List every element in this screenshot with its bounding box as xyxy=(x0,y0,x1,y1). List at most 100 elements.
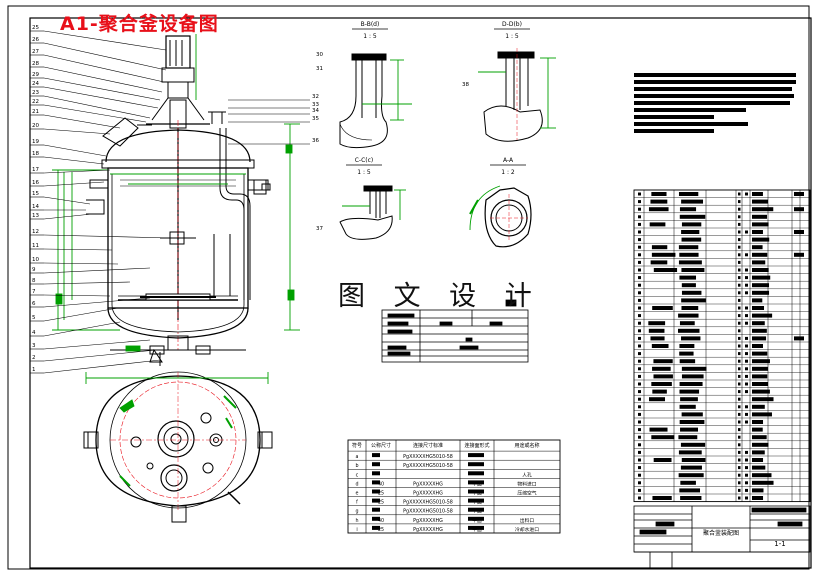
leader-number: 2 xyxy=(32,355,36,361)
nozzle-table-cell: a xyxy=(356,455,359,460)
nozzle-table-cell: PgXXXXXHG5010-58 xyxy=(403,463,453,469)
section-aa-dims xyxy=(469,185,501,231)
leader-number: 35 xyxy=(312,116,319,122)
technical-requirements xyxy=(634,73,796,133)
title-block xyxy=(633,505,811,568)
leader-lines xyxy=(30,30,173,374)
leader-number: 27 xyxy=(32,49,39,55)
nozzle-table-header: 连接面形式 xyxy=(464,442,489,449)
leader-number: 1 xyxy=(32,367,36,373)
nozzle-table-cell: PgXXXXXHG5010-58 xyxy=(403,509,453,515)
nozzle-table-cell: 25 xyxy=(378,527,384,533)
nozzle-table-cell: 人孔 xyxy=(522,471,532,478)
leader-number: 15 xyxy=(32,191,39,197)
nozzle-table-header: 符号 xyxy=(352,442,362,449)
section-callout-number: 37 xyxy=(316,226,323,232)
section-bb-dims xyxy=(362,59,412,121)
brand-watermark-text: 图 文 设 计 xyxy=(338,281,542,312)
gearbox xyxy=(161,67,195,83)
leader-number: 32 xyxy=(312,94,319,100)
parts-list-table xyxy=(633,189,811,503)
leader-number: 34 xyxy=(312,108,319,114)
leader-number: 16 xyxy=(32,180,39,186)
section-name: B-B(d) xyxy=(361,21,380,28)
nozzle-table-cell: PgXXXXXHG5010-58 xyxy=(403,500,453,506)
leader-number: 14 xyxy=(32,204,39,210)
nozzle-table-header: 连接尺寸标准 xyxy=(413,442,443,449)
drawing-title: A1-聚合釜设备图 xyxy=(60,13,219,35)
nozzle-table-cell: 40 xyxy=(378,518,384,524)
nozzle-table-cell: PgXXXXXHG xyxy=(413,481,443,487)
sheet-number: 1-1 xyxy=(774,540,785,548)
nozzle-table-cell: f xyxy=(356,500,358,506)
leader-number: 21 xyxy=(32,109,39,115)
section-scale: 1 : 5 xyxy=(357,169,371,176)
leader-number: 29 xyxy=(32,72,39,78)
leader-number: 24 xyxy=(32,81,39,87)
leader-number: 8 xyxy=(32,278,36,284)
section-name: D-D(b) xyxy=(502,21,522,28)
section-dd-view xyxy=(483,48,543,142)
inner-frame xyxy=(29,17,812,569)
section-scale: 1 : 2 xyxy=(501,169,515,176)
leader-number: 10 xyxy=(32,257,39,263)
drawing-name: 聚合釜装配图 xyxy=(703,529,739,537)
section-callout-number: 30 xyxy=(316,52,323,58)
section-name: C-C(c) xyxy=(355,157,374,164)
leader-number: 25 xyxy=(32,25,39,31)
leader-number: 22 xyxy=(32,99,39,105)
leader-number: 4 xyxy=(32,330,36,336)
leader-number: 6 xyxy=(32,301,36,307)
section-callout-number: 38 xyxy=(462,82,469,88)
nozzle-table-cell: PgXXXXXHG5010-58 xyxy=(403,454,453,460)
section-scale: 1 : 5 xyxy=(505,33,519,40)
nozzle-table-cell: PgXXXXXHG xyxy=(413,491,443,497)
section-dd-dims xyxy=(478,57,556,129)
leader-number: 3 xyxy=(32,343,36,349)
nozzle-table-header: 公称尺寸 xyxy=(371,442,391,449)
nozzle-table-cell: h xyxy=(355,518,358,524)
leader-number: 33 xyxy=(312,102,319,108)
nozzle-table-cell: g xyxy=(355,510,358,515)
leader-number-column: 2526272829242322212019181716151413121110… xyxy=(32,25,39,373)
plan-green-marks xyxy=(85,372,269,487)
leader-number: 7 xyxy=(32,289,36,295)
section-cc-view xyxy=(339,185,393,240)
nozzle-table-cell: 25 xyxy=(378,500,384,506)
leader-number: 5 xyxy=(32,315,36,321)
leader-number: 17 xyxy=(32,167,39,173)
nozzle-table-cell: b xyxy=(355,463,358,469)
sheet-border xyxy=(7,5,810,570)
leader-number: 28 xyxy=(32,61,39,67)
leader-number: 19 xyxy=(32,139,39,145)
nozzle-table-cell: 物料进口 xyxy=(517,480,536,487)
leader-number: 20 xyxy=(32,123,39,129)
leader-number: 23 xyxy=(32,90,39,96)
plan-view xyxy=(83,371,273,523)
section-scale: 1 : 5 xyxy=(363,33,377,40)
section-name: A-A xyxy=(503,157,514,164)
nozzle-table-cell: 出料口 xyxy=(520,517,535,524)
dimension-lines xyxy=(52,34,300,352)
leader-number: 36 xyxy=(312,138,319,144)
nozzle-table-cell: i xyxy=(356,527,357,533)
nozzle-table-cell: PgXXXXXHG xyxy=(413,518,443,524)
elevation-view xyxy=(86,35,271,366)
leader-number: 11 xyxy=(32,243,39,249)
leader-number: 12 xyxy=(32,229,39,235)
nozzle-table-cell: 25 xyxy=(378,491,384,497)
nozzle-table-cell: 40 xyxy=(378,481,384,487)
leader-number: 18 xyxy=(32,151,39,157)
section-cc-dims xyxy=(342,189,406,220)
nozzle-table-cell: d xyxy=(355,481,358,487)
nozzle-table-cell: 压缩空气 xyxy=(517,490,536,497)
nozzle-table-header: 用途或名称 xyxy=(514,442,539,449)
section-bb-view xyxy=(339,53,388,149)
nozzle-table-cell: e xyxy=(356,492,359,497)
section-aa-view xyxy=(484,187,532,248)
